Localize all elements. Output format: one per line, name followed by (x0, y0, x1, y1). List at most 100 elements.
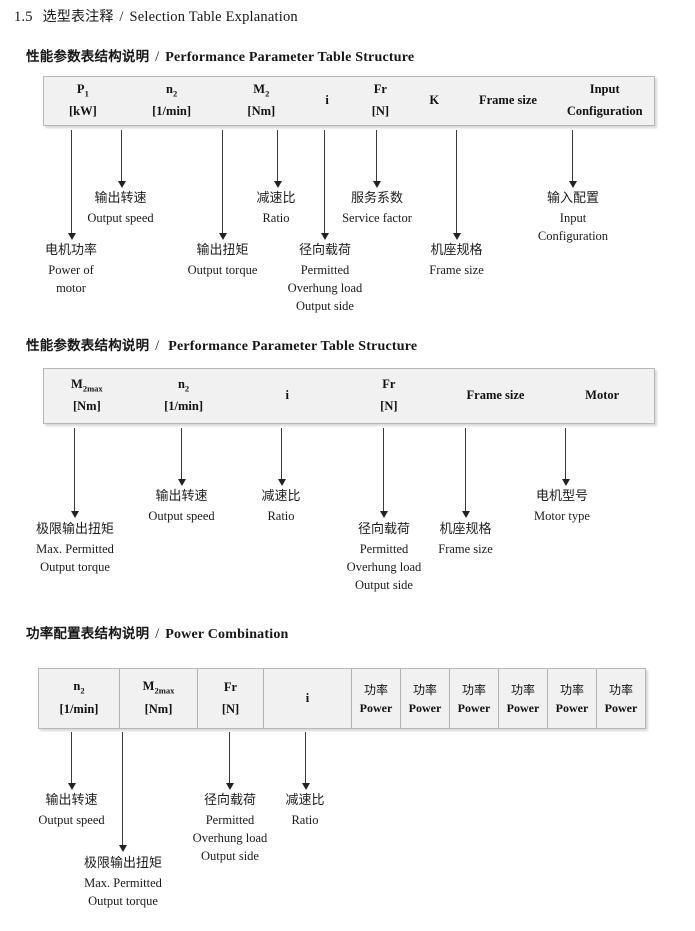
callout-input-configuration-cn: 输入配置 (546, 191, 599, 206)
arrow-to-ratio-2 (277, 428, 286, 486)
callout-max-permitted-torque-2-en-2: Output torque (40, 559, 110, 574)
table3-col-n2-symbol: n (73, 679, 81, 694)
section-1-heading: 性能参数表结构说明 / Performance Parameter Table … (26, 45, 414, 66)
callout-output-torque-cn: 输出扭矩 (196, 243, 249, 258)
callout-ratio-2-cn: 减速比 (261, 489, 301, 504)
section-3-heading-en: Power Combination (165, 627, 289, 642)
callout-output-speed-2-cn: 输出转速 (155, 489, 208, 504)
table3-col-m2max-subscript: 2max (154, 685, 175, 696)
callout-output-speed-1-cn: 输出转速 (94, 191, 147, 206)
section-title-en: Selection Table Explanation (129, 9, 298, 25)
callout-power-of-motor-cn: 电机功率 (44, 243, 97, 258)
table3-col-power-5: 功率 Power (547, 669, 596, 728)
section-3-heading: 功率配置表结构说明 / Power Combination (26, 622, 289, 643)
callout-power-of-motor: 电机功率 Power of motor (17, 242, 125, 297)
callout-overhung-load-3: 径向载荷 Permitted Overhung load Output side (176, 792, 284, 865)
table3-col-n2: n2 [1/min] (39, 669, 119, 728)
table2-col-n2: n2 [1/min] (130, 369, 238, 423)
callout-frame-size-2-cn: 机座规格 (439, 522, 492, 537)
table1-col-p1-symbol: P (76, 81, 85, 96)
table3-col-m2max-symbol: M (142, 679, 155, 694)
callout-overhung-load-2-en-2: Overhung load (346, 559, 422, 574)
table2-col-n2-unit: [1/min] (164, 399, 203, 414)
table3-col-n2-unit: [1/min] (59, 701, 99, 716)
table3-col-power-6-cn: 功率 (608, 682, 633, 697)
callout-input-configuration: 输入配置 Input Configuration (513, 190, 633, 245)
table3-col-power-4-en: Power (506, 700, 540, 715)
table2-col-motor: Motor (550, 369, 654, 423)
callout-overhung-load-1: 径向载荷 Permitted Overhung load Output side (271, 242, 379, 315)
table2-col-m2max: M2max [Nm] (44, 369, 130, 423)
table1-col-p1: P1 [kW] (44, 77, 122, 125)
callout-frame-size-2-en: Frame size (438, 541, 493, 556)
callout-output-torque: 输出扭矩 Output torque (170, 242, 275, 279)
callout-max-permitted-torque-3-en-2: Output torque (88, 893, 158, 908)
callout-frame-size-1-en: Frame size (429, 262, 484, 277)
callout-output-speed-2: 输出转速 Output speed (129, 488, 234, 525)
table3-col-power-1-en: Power (359, 700, 393, 715)
table3-col-power-3: 功率 Power (449, 669, 498, 728)
table3-col-power-3-en: Power (457, 700, 491, 715)
table3-col-m2max-unit: [Nm] (144, 701, 173, 716)
arrow-to-ratio (273, 130, 282, 188)
callout-overhung-load-1-en-3: Output side (296, 299, 354, 314)
callout-output-speed-2-en: Output speed (148, 508, 215, 523)
table2-col-motor-label: Motor (585, 388, 620, 403)
performance-parameter-table-2: M2max [Nm] n2 [1/min] i Fr [N] Frame siz… (43, 368, 655, 424)
callout-power-of-motor-en-1: Power of (48, 262, 94, 277)
page-title: 1.5 选型表注释 / Selection Table Explanation (14, 6, 298, 26)
table1-col-frame-size-label: Frame size (479, 93, 537, 108)
table1-col-k-symbol: K (429, 93, 440, 108)
callout-overhung-load-1-en-2: Overhung load (287, 280, 363, 295)
table3-col-n2-subscript: 2 (80, 685, 85, 696)
callout-overhung-load-2-cn: 径向载荷 (357, 522, 410, 537)
callout-output-speed-1-en: Output speed (87, 210, 154, 225)
table3-col-i-symbol: i (305, 690, 310, 705)
table1-col-input-label: Input (589, 82, 620, 97)
callout-service-factor-cn: 服务系数 (350, 191, 403, 206)
table2-col-frame-size-label: Frame size (466, 388, 525, 403)
table3-col-fr: Fr [N] (197, 669, 263, 728)
arrow-to-output-speed-2 (177, 428, 186, 486)
table3-col-power-2-cn: 功率 (412, 682, 437, 697)
table3-col-power-2: 功率 Power (400, 669, 449, 728)
callout-service-factor-en: Service factor (342, 210, 412, 225)
section-2-heading: 性能参数表结构说明 / Performance Parameter Table … (26, 334, 417, 355)
table1-col-k: K (408, 77, 461, 125)
callout-output-speed-3-cn: 输出转速 (45, 793, 98, 808)
section-2-heading-en: Performance Parameter Table Structure (168, 339, 418, 354)
table1-col-input-configuration: Input Configuration (555, 77, 654, 125)
table2-col-i: i (237, 369, 337, 423)
section-3-heading-sep: / (155, 626, 160, 642)
callout-input-configuration-en-2: Configuration (537, 228, 609, 243)
arrow-to-overhung-load-2 (379, 428, 388, 518)
arrow-to-frame-size (452, 130, 461, 240)
arrow-to-service-factor (372, 130, 381, 188)
callout-overhung-load-1-en-1: Permitted (300, 262, 350, 277)
callout-ratio-3-cn: 减速比 (285, 793, 325, 808)
section-1-heading-en: Performance Parameter Table Structure (165, 50, 415, 65)
table3-col-power-2-en: Power (408, 700, 442, 715)
callout-ratio-3-en: Ratio (291, 812, 319, 827)
callout-overhung-load-3-en-2: Overhung load (192, 830, 268, 845)
callout-output-speed-1: 输出转速 Output speed (68, 190, 173, 227)
table1-col-p1-subscript: 1 (84, 88, 89, 99)
table2-col-fr: Fr [N] (337, 369, 441, 423)
table3-col-m2max: M2max [Nm] (119, 669, 197, 728)
callout-output-speed-3: 输出转速 Output speed (19, 792, 124, 829)
callout-ratio-1-cn: 减速比 (256, 191, 296, 206)
table3-col-fr-unit: [N] (221, 701, 240, 716)
callout-overhung-load-2-en-3: Output side (355, 578, 413, 593)
table1-col-m2: M2 [Nm] (221, 77, 301, 125)
table1-col-p1-unit: [kW] (68, 104, 97, 119)
callout-ratio-1: 减速比 Ratio (237, 190, 315, 227)
arrow-to-overhung-load-3 (225, 732, 234, 790)
callout-max-permitted-torque-3-cn: 极限输出扭矩 (83, 856, 162, 871)
table1-col-fr-symbol: Fr (373, 82, 387, 97)
arrow-to-input-configuration (568, 130, 577, 188)
arrow-to-frame-size-2 (461, 428, 470, 518)
table3-col-i: i (263, 669, 351, 728)
section-1-heading-cn: 性能参数表结构说明 (26, 49, 150, 65)
callout-motor-type-cn: 电机型号 (535, 489, 588, 504)
